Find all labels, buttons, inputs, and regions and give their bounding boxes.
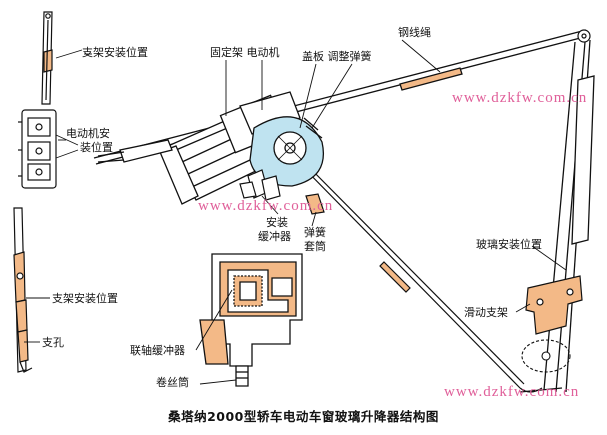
label-bumper-line1: 安装 — [266, 216, 288, 229]
slide-bracket-part — [525, 275, 583, 335]
label-slide-bracket: 滑动支架 — [464, 306, 508, 319]
label-bumper-line2: 缓冲器 — [258, 230, 291, 243]
right-guide-rail — [519, 39, 595, 393]
top-pulley — [577, 29, 591, 43]
leader-lines — [24, 39, 567, 385]
label-cable: 钢线绳 — [398, 26, 431, 39]
label-bracket-bottom: 支架安装位置 — [52, 292, 118, 305]
label-spring-sleeve-line1: 弹簧 — [304, 226, 326, 239]
watermark-bottom: www.dzkfw.com.cn — [444, 384, 580, 400]
spring-sleeve-part — [305, 193, 325, 215]
left-motor-mount — [18, 109, 79, 189]
left-lower-bracket — [13, 207, 33, 373]
label-motor-mount-line2: 装位置 — [80, 141, 113, 154]
label-hole: 支孔 — [42, 336, 64, 349]
label-spring-sleeve-line2: 套筒 — [304, 240, 326, 253]
label-fixed-bracket-motor: 固定架 电动机 — [210, 46, 280, 59]
label-glass-mount: 玻璃安装位置 — [476, 238, 542, 251]
watermark-middle: www.dzkfw.com.cn — [198, 198, 334, 214]
left-upper-bracket — [41, 11, 53, 105]
label-motor-mount-line1: 电动机安 — [66, 127, 110, 140]
label-cover-spring: 盖板 调整弹簧 — [302, 50, 372, 63]
label-coupling-bumper: 联轴缓冲器 — [130, 344, 185, 357]
diagram-title: 桑塔纳2000型轿车电动车窗玻璃升降器结构图 — [168, 409, 439, 424]
mounting-bumpers — [239, 169, 281, 201]
label-drum: 卷丝筒 — [156, 376, 189, 389]
label-bracket-top: 支架安装位置 — [82, 46, 148, 59]
drum-cross-section — [199, 253, 303, 387]
lower-pulley — [521, 339, 571, 373]
lower-cable — [295, 157, 543, 393]
watermark-top: www.dzkfw.com.cn — [452, 90, 588, 106]
